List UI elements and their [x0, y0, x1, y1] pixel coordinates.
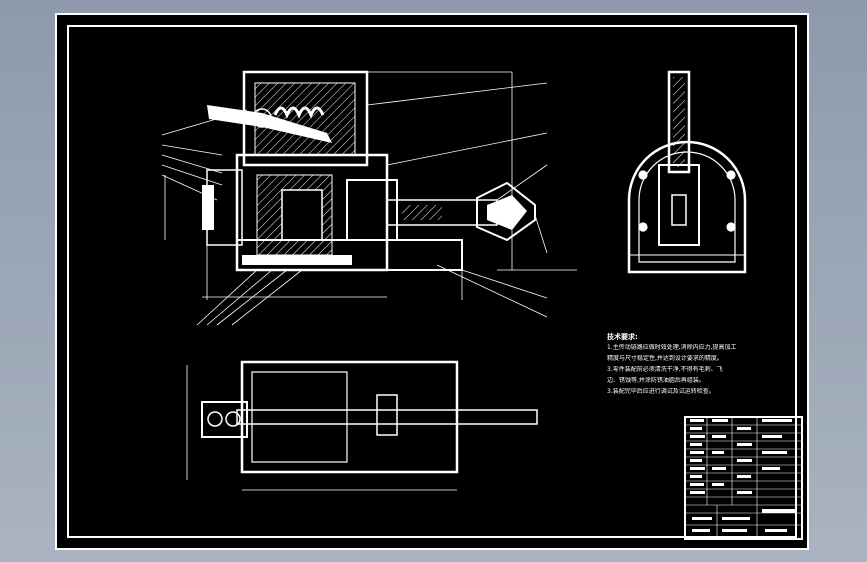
cad-drawing [161, 70, 803, 540]
technical-requirement-line: 1.主传动链路应做时效处理,消除内应力,提高加工 [607, 344, 737, 351]
title-block [684, 416, 803, 540]
side-view [627, 70, 747, 274]
front-view [161, 70, 577, 326]
coil-spring [273, 106, 325, 119]
base-plate [236, 239, 463, 271]
gripper-jaw [476, 181, 536, 242]
technical-requirement-line: 3.零件装配前必须清洗干净,不得有毛刺、飞 [607, 366, 723, 373]
technical-requirement-line: 精度与尺寸稳定性,并达到设计要求的精度。 [607, 355, 723, 362]
vertical-column [667, 70, 691, 174]
top-view [186, 360, 538, 491]
piston [281, 189, 323, 241]
drawing-border [67, 25, 797, 538]
technical-requirement-line: 边、锈蚀等,并涂防锈油脂后再组装。 [607, 377, 705, 384]
technical-requirement-line: 3.装配完毕后应进行调试及试运转检查。 [607, 388, 715, 395]
plan-rod [236, 409, 538, 425]
dimension-lines [161, 71, 577, 326]
technical-requirements-title: 技术要求: [607, 333, 638, 341]
drawing-sheet: 技术要求: 1.主传动链路应做时效处理,消除内应力,提高加工 精度与尺寸稳定性,… [55, 13, 809, 550]
